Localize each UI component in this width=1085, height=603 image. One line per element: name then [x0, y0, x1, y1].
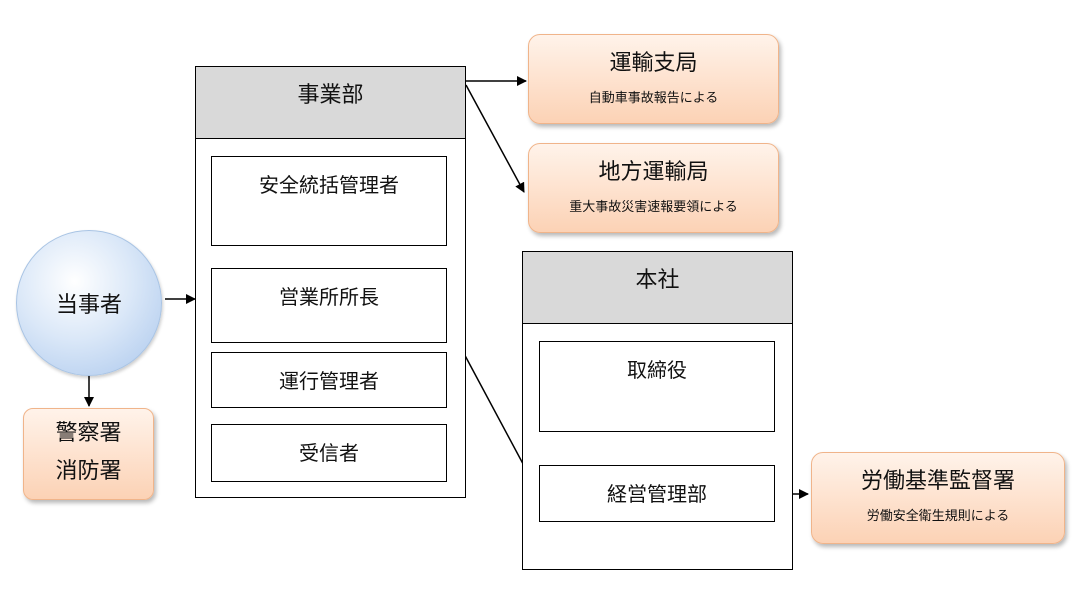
director-box: 取締役 [539, 341, 775, 432]
operations-manager-label: 運行管理者 [279, 369, 379, 393]
fire-label: 消防署 [55, 459, 122, 484]
police-label: 警察署 [55, 421, 122, 446]
safety-manager-box: 安全統括管理者 [211, 156, 447, 246]
operations-manager-box: 運行管理者 [211, 352, 447, 408]
transport-branch-title: 運輸支局 [609, 51, 698, 76]
director-label: 取締役 [627, 358, 687, 382]
regional-transport-note: 重大事故災害速報要領による [569, 200, 738, 215]
head-office-header: 本社 [523, 252, 792, 324]
party-node: 当事者 [16, 230, 162, 376]
branch-manager-label: 営業所所長 [279, 285, 379, 309]
party-label: 当事者 [55, 293, 122, 318]
regional-transport-node: 地方運輸局 重大事故災害速報要領による [528, 143, 779, 233]
management-dept-box: 経営管理部 [539, 465, 775, 522]
business-dept-header: 事業部 [196, 67, 465, 139]
regional-transport-title: 地方運輸局 [598, 160, 709, 185]
receiver-box: 受信者 [211, 424, 447, 482]
labor-standards-node: 労働基準監督署 労働安全衛生規則による [811, 452, 1065, 544]
management-dept-label: 経営管理部 [607, 482, 707, 506]
branch-manager-box: 営業所所長 [211, 268, 447, 343]
business-dept-title: 事業部 [297, 83, 364, 108]
receiver-label: 受信者 [299, 441, 359, 465]
head-office-title: 本社 [635, 268, 680, 293]
arrow-dept-to-regional-transport [465, 84, 525, 193]
police-fire-node: 警察署 消防署 [23, 408, 154, 500]
transport-branch-note: 自動車事故報告による [588, 91, 719, 106]
labor-standards-title: 労働基準監督署 [860, 469, 1015, 494]
transport-branch-node: 運輸支局 自動車事故報告による [528, 34, 779, 124]
safety-manager-label: 安全統括管理者 [259, 173, 399, 197]
labor-standards-note: 労働安全衛生規則による [866, 509, 1010, 524]
